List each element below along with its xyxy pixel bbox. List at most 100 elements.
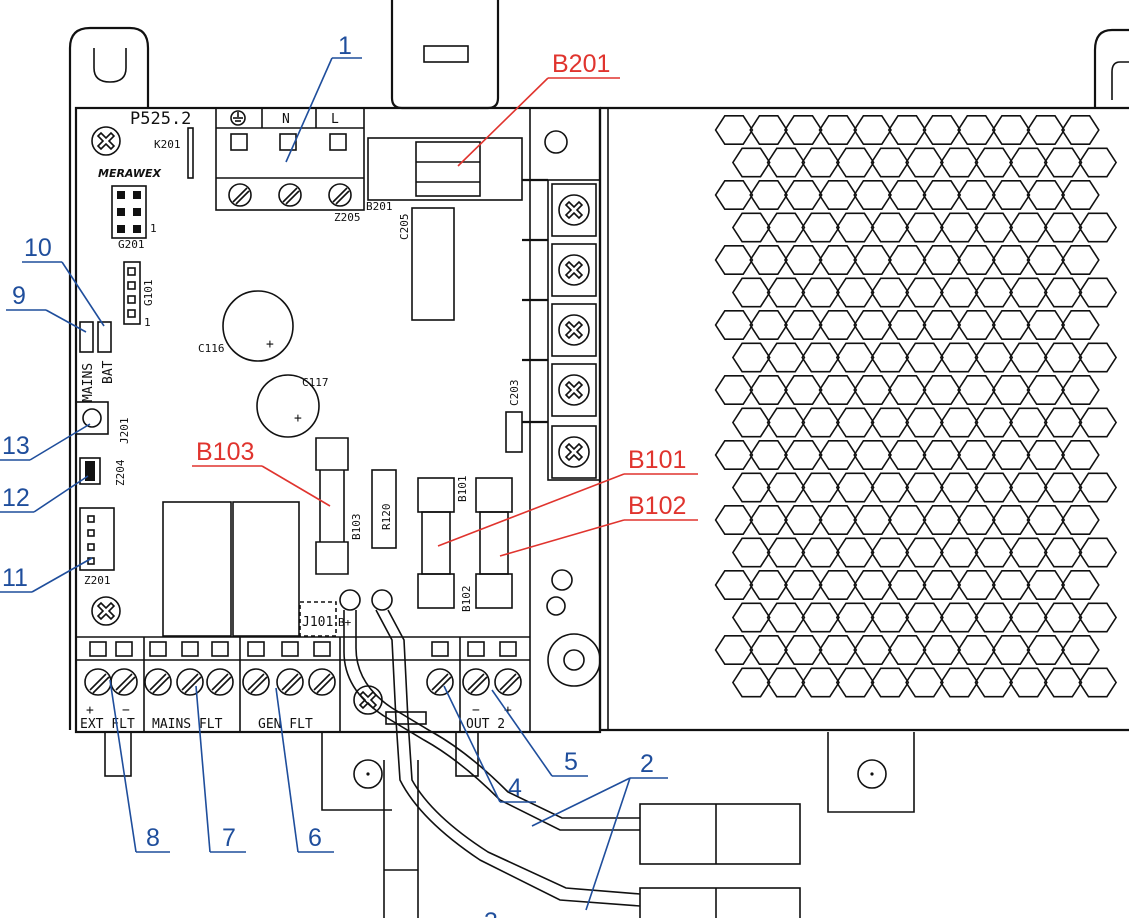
callout-6: 6 (308, 824, 322, 852)
callout-4: 4 (508, 774, 522, 802)
vent-hole (939, 342, 979, 373)
vent-hole (749, 634, 788, 666)
vent-hole (766, 212, 806, 243)
vent-hole (766, 602, 806, 633)
capacitor-c116: C116 + (198, 290, 294, 362)
screw-icon (558, 254, 590, 286)
callout-3: 3 (484, 908, 498, 918)
vent-hole (905, 342, 944, 373)
svg-text:−: − (472, 703, 480, 718)
vent-hole (766, 407, 806, 438)
vent-hole (974, 277, 1014, 308)
vent-hole (1061, 439, 1100, 471)
vent-hole (1026, 115, 1066, 145)
vent-hole (870, 602, 910, 633)
vent-hole (801, 602, 840, 633)
vent-hole (922, 245, 962, 276)
vent-hole (783, 374, 823, 406)
vent-hole (939, 212, 979, 243)
terminal-screw-icon (426, 668, 454, 696)
vent-hole (1043, 212, 1083, 243)
capacitor-c203: C203 (505, 380, 523, 453)
svg-text:B103: B103 (350, 514, 363, 541)
svg-text:K201: K201 (154, 138, 181, 151)
vent-hole (922, 634, 962, 666)
vent-hole (991, 634, 1031, 666)
vent-hole (835, 602, 875, 633)
relay-right (232, 501, 300, 637)
vent-hole (714, 309, 754, 341)
vent-hole (922, 309, 962, 341)
screw-icon (558, 314, 590, 346)
svg-text:G101: G101 (142, 280, 155, 307)
vent-hole (1061, 634, 1100, 666)
mains-terminal-block: N L Z205 (215, 107, 365, 224)
fuse-b102: B102 (460, 477, 513, 612)
led-mains: MAINS (79, 321, 96, 402)
vent-hole (766, 667, 806, 698)
vent-hole (731, 212, 771, 243)
vent-hole (957, 634, 996, 666)
svg-text:Z201: Z201 (84, 574, 111, 587)
battery-connector (639, 803, 801, 918)
brand-logo: MERAWEX (98, 167, 161, 180)
vent-hole (974, 667, 1014, 698)
callout-b103: B103 (196, 438, 254, 466)
vent-hole (853, 504, 892, 536)
vent-hole (1061, 374, 1100, 406)
terminal-screw-icon (206, 668, 234, 696)
svg-text:C205: C205 (398, 214, 411, 241)
vent-hole (905, 602, 944, 633)
vent-hole (939, 602, 979, 633)
vent-hole (939, 667, 979, 698)
vent-hole (939, 407, 979, 438)
fuse-b103: B103 (315, 437, 363, 575)
vent-hole (783, 634, 823, 666)
vent-hole (835, 212, 875, 243)
vent-hole (974, 342, 1014, 373)
vent-hole (905, 212, 944, 243)
svg-text:B+: B+ (338, 616, 352, 629)
vent-hole (887, 634, 927, 666)
terminal-screw-icon (144, 668, 172, 696)
vent-hole (1026, 245, 1066, 276)
callout-2: 2 (640, 750, 654, 778)
vent-hole (818, 439, 858, 471)
screw-icon (558, 374, 590, 406)
vent-hole (853, 634, 892, 666)
vent-hole (1078, 472, 1118, 503)
vent-hole (766, 472, 806, 503)
vent-hole (887, 439, 927, 471)
screw-icon (353, 685, 383, 715)
svg-text:+: + (266, 337, 274, 352)
label-mains-flt: MAINS FLT (152, 717, 223, 732)
callout-b102: B102 (628, 492, 686, 520)
vent-hole (801, 537, 840, 568)
vent-hole (1009, 342, 1048, 373)
vent-hole (922, 180, 962, 210)
vent-hole (974, 537, 1014, 568)
vent-hole (957, 569, 996, 601)
vent-hole (1026, 504, 1066, 536)
svg-text:C203: C203 (508, 380, 521, 407)
vent-hole (1078, 537, 1118, 568)
vent-hole (922, 504, 962, 536)
vent-hole (818, 504, 858, 536)
vent-hole (870, 537, 910, 568)
header-g101: G101 1 (123, 261, 155, 329)
vent-hole (731, 472, 771, 503)
svg-text:C117: C117 (302, 376, 329, 389)
vent-hole (714, 569, 754, 601)
vent-hole (749, 374, 788, 406)
vent-hole (1009, 537, 1048, 568)
fuse-holder-b201: B201 (366, 137, 523, 213)
vent-hole (974, 212, 1014, 243)
cable-clip-top (390, 0, 500, 110)
vent-hole (991, 439, 1031, 471)
vent-hole (1061, 180, 1100, 210)
callout-11: 11 (2, 564, 28, 592)
vent-hole (731, 277, 771, 308)
vent-hole (905, 147, 944, 178)
screw-icon (558, 194, 590, 226)
callout-12: 12 (2, 484, 30, 512)
